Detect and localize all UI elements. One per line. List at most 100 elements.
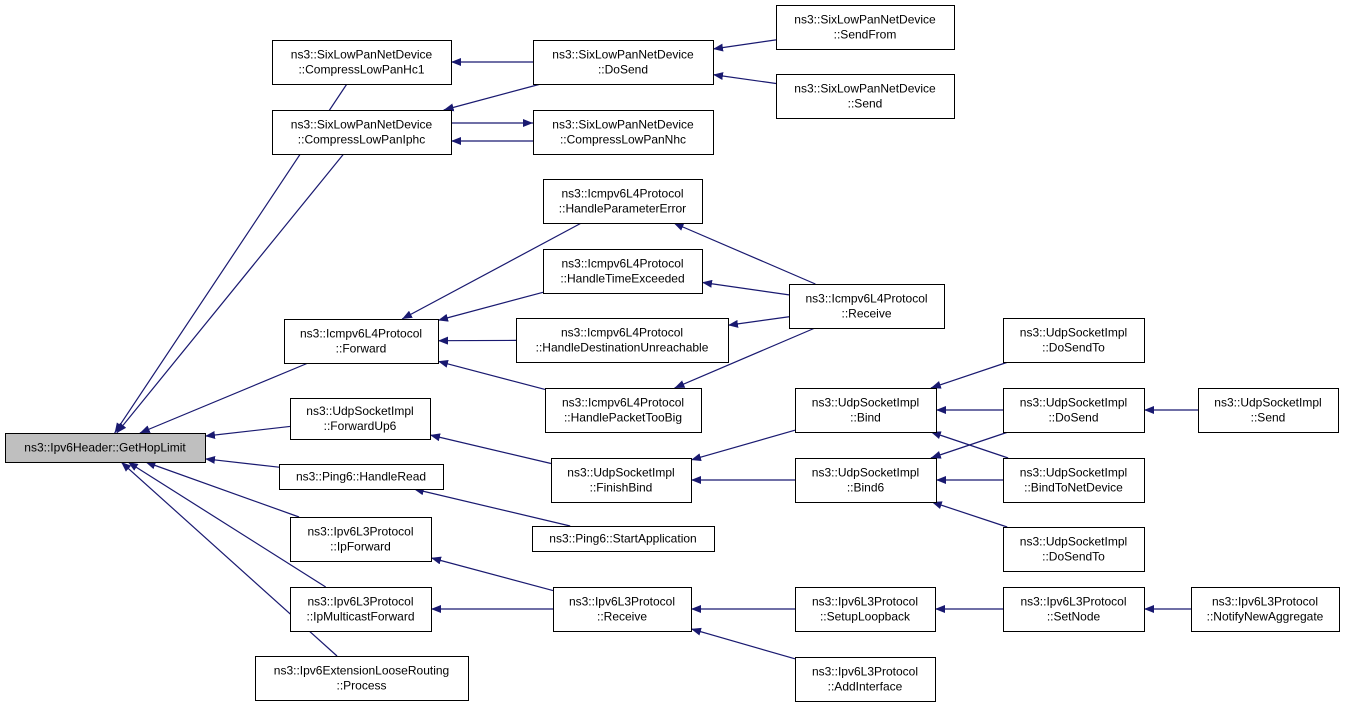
node-box	[776, 74, 955, 119]
edge-fwdUp6-to-root	[204, 425, 291, 439]
node-label-line: ns3::SixLowPanNetDevice	[552, 118, 694, 132]
node-sixDoSend[interactable]: ns3::SixLowPanNetDevice::DoSend	[533, 40, 714, 85]
node-label-line: ns3::Ipv6L3Protocol	[812, 595, 918, 609]
node-ipFwd[interactable]: ns3::Ipv6L3Protocol::IpForward	[290, 517, 432, 562]
node-finishBind[interactable]: ns3::UdpSocketImpl::FinishBind	[551, 458, 692, 503]
node-box	[551, 458, 692, 503]
node-label-line: ::CompressLowPanNhc	[560, 133, 686, 147]
node-sixSend[interactable]: ns3::SixLowPanNetDevice::Send	[776, 74, 955, 119]
node-box	[543, 249, 703, 294]
node-label-line: ns3::UdpSocketImpl	[306, 404, 413, 418]
node-box	[279, 464, 444, 490]
node-box	[1191, 587, 1340, 632]
node-sendFrom[interactable]: ns3::SixLowPanNetDevice::SendFrom	[776, 5, 955, 50]
edge-icmpRecv-to-tooBig	[674, 327, 816, 389]
node-label-line: ns3::Ping6::StartApplication	[549, 532, 696, 546]
node-box	[1003, 318, 1145, 363]
edge-layer	[114, 39, 1198, 660]
node-box	[290, 398, 431, 440]
node-bind[interactable]: ns3::UdpSocketImpl::Bind	[795, 388, 937, 433]
node-destUnr[interactable]: ns3::Icmpv6L4Protocol::HandleDestination…	[516, 318, 729, 363]
node-doSendTo1[interactable]: ns3::UdpSocketImpl::DoSendTo	[1003, 318, 1145, 363]
node-box	[290, 587, 432, 632]
node-bind6[interactable]: ns3::UdpSocketImpl::Bind6	[795, 458, 937, 503]
node-setupLoop[interactable]: ns3::Ipv6L3Protocol::SetupLoopback	[795, 587, 936, 632]
node-label-line: ns3::SixLowPanNetDevice	[552, 48, 694, 62]
node-compHc1[interactable]: ns3::SixLowPanNetDevice::CompressLowPanH…	[272, 40, 452, 85]
node-box	[533, 40, 714, 85]
edge-icmpForward-to-root	[139, 362, 309, 434]
node-label-line: ::Receive	[841, 307, 891, 321]
edge-sendFrom-to-sixDoSend	[712, 39, 777, 52]
edge-icmpRecv-to-destUnr	[727, 316, 790, 328]
node-label-line: ::Bind	[850, 411, 881, 425]
node-box	[255, 656, 469, 701]
node-notifyAgg[interactable]: ns3::Ipv6L3Protocol::NotifyNewAggregate	[1191, 587, 1340, 632]
node-label-line: ns3::Ipv6L3Protocol	[812, 665, 918, 679]
node-label-line: ::DoSendTo	[1042, 550, 1105, 564]
edge-paramErr-to-icmpForward	[401, 222, 582, 320]
node-label-line: ns3::UdpSocketImpl	[1020, 466, 1127, 480]
node-ipMcast[interactable]: ns3::Ipv6L3Protocol::IpMulticastForward	[290, 587, 432, 632]
node-paramErr[interactable]: ns3::Icmpv6L4Protocol::HandleParameterEr…	[543, 179, 703, 224]
node-label-line: ns3::Icmpv6L4Protocol	[561, 257, 683, 271]
node-box	[553, 587, 692, 632]
node-addIf[interactable]: ns3::Ipv6L3Protocol::AddInterface	[795, 657, 936, 702]
node-udpDoSend[interactable]: ns3::UdpSocketImpl::DoSend	[1003, 388, 1145, 433]
node-doSendTo2[interactable]: ns3::UdpSocketImpl::DoSendTo	[1003, 527, 1145, 572]
node-udpSend[interactable]: ns3::UdpSocketImpl::Send	[1198, 388, 1339, 433]
node-box	[1003, 458, 1145, 503]
node-box	[1003, 527, 1145, 572]
node-label-line: ::SetNode	[1047, 610, 1101, 624]
node-label-line: ns3::Ipv6L3Protocol	[307, 595, 413, 609]
node-startApp[interactable]: ns3::Ping6::StartApplication	[532, 526, 715, 552]
node-timeExc[interactable]: ns3::Icmpv6L4Protocol::HandleTimeExceede…	[543, 249, 703, 294]
node-label-line: ::ForwardUp6	[324, 419, 397, 433]
node-box	[789, 284, 945, 329]
node-label-line: ::Send	[848, 97, 883, 111]
node-label-line: ::Receive	[597, 610, 647, 624]
node-label-line: ::NotifyNewAggregate	[1207, 610, 1324, 624]
node-fwdUp6[interactable]: ns3::UdpSocketImpl::ForwardUp6	[290, 398, 431, 440]
node-label-line: ns3::Icmpv6L4Protocol	[562, 396, 684, 410]
edge-ipFwd-to-root	[145, 461, 300, 518]
node-box	[272, 40, 452, 85]
node-root[interactable]: ns3::Ipv6Header::GetHopLimit	[5, 433, 206, 463]
node-compNhc[interactable]: ns3::SixLowPanNetDevice::CompressLowPanN…	[533, 110, 714, 155]
node-label-line: ::AddInterface	[828, 680, 903, 694]
node-label-line: ::HandlePacketTooBig	[564, 411, 682, 425]
edge-sixDoSend-to-compIphc	[443, 83, 541, 112]
edge-bind-to-finishBind	[690, 429, 796, 462]
node-handleRead[interactable]: ns3::Ping6::HandleRead	[279, 464, 444, 490]
node-label-line: ::CompressLowPanHc1	[298, 63, 424, 77]
node-label-line: ::DoSend	[598, 63, 648, 77]
node-setNode[interactable]: ns3::Ipv6L3Protocol::SetNode	[1003, 587, 1145, 632]
node-box	[543, 179, 703, 224]
node-label-line: ::Bind6	[847, 481, 885, 495]
node-label-line: ns3::Icmpv6L4Protocol	[805, 292, 927, 306]
edge-icmpRecv-to-timeExc	[701, 279, 790, 296]
node-label-line: ns3::Ipv6L3Protocol	[569, 595, 675, 609]
node-label-line: ::FinishBind	[590, 481, 653, 495]
node-looseProc[interactable]: ns3::Ipv6ExtensionLooseRouting::Process	[255, 656, 469, 701]
node-l3Recv[interactable]: ns3::Ipv6L3Protocol::Receive	[553, 587, 692, 632]
edge-handleRead-to-root	[204, 455, 280, 468]
edge-sixSend-to-sixDoSend	[712, 72, 777, 85]
node-box	[545, 388, 702, 433]
node-label-line: ::Forward	[336, 342, 387, 356]
node-bindNet[interactable]: ns3::UdpSocketImpl::BindToNetDevice	[1003, 458, 1145, 503]
node-tooBig[interactable]: ns3::Icmpv6L4Protocol::HandlePacketTooBi…	[545, 388, 702, 433]
node-compIphc[interactable]: ns3::SixLowPanNetDevice::CompressLowPanI…	[272, 110, 452, 155]
node-box	[532, 526, 715, 552]
edge-doSendTo2-to-bind6	[931, 501, 1008, 528]
node-label-line: ::SetupLoopback	[820, 610, 911, 624]
node-label-line: ns3::Ipv6ExtensionLooseRouting	[274, 664, 449, 678]
node-label-line: ::DoSend	[1048, 411, 1098, 425]
node-icmpRecv[interactable]: ns3::Icmpv6L4Protocol::Receive	[789, 284, 945, 329]
edge-timeExc-to-icmpForward	[437, 291, 544, 322]
node-label-line: ::BindToNetDevice	[1024, 481, 1123, 495]
node-box	[5, 433, 206, 463]
node-icmpForward[interactable]: ns3::Icmpv6L4Protocol::Forward	[284, 319, 439, 364]
node-box	[290, 517, 432, 562]
node-label-line: ::Process	[336, 679, 386, 693]
